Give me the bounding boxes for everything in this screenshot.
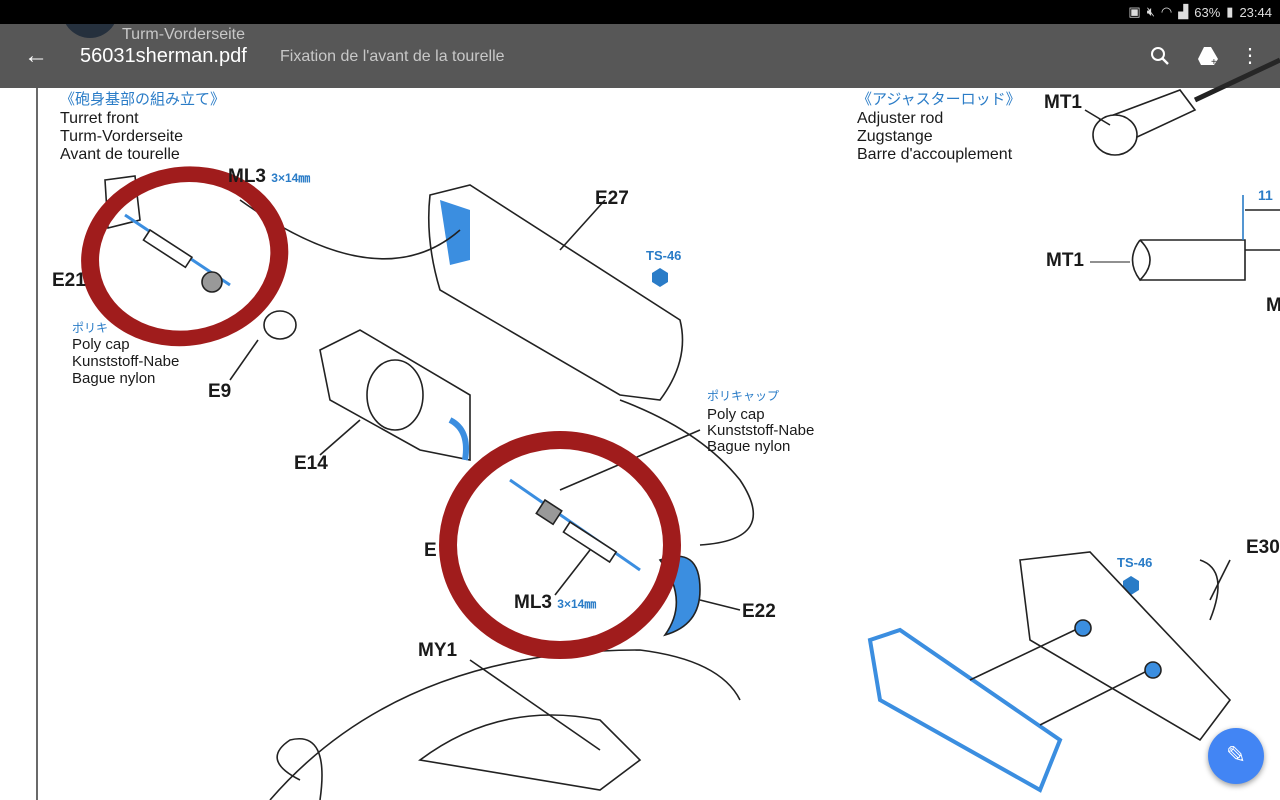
part-e9 <box>263 310 297 340</box>
label-e9: E9 <box>208 381 232 402</box>
label-e-partial: E <box>424 540 437 561</box>
dimension-label: 11 <box>1258 187 1273 203</box>
ml3-top-size: 3×14㎜ <box>271 171 311 185</box>
section-left-jp: 《砲身基部の組み立て》 <box>60 91 226 108</box>
label-my1: MY1 <box>418 640 458 661</box>
part-e30-back <box>867 627 1063 793</box>
label-ml3-bottom: ML3 3×14㎜ <box>514 592 596 614</box>
red-annotation-circle-top <box>81 166 289 347</box>
ml3-top-text: ML3 <box>228 166 266 187</box>
paint-ts46-bottom: TS-46 <box>1117 555 1153 570</box>
polycap-top <box>201 271 223 293</box>
pin-ml3-bottom <box>562 520 618 564</box>
label-m-partial: M <box>1266 295 1280 316</box>
more-vert-icon[interactable]: ⋮ <box>1240 45 1260 67</box>
section-right-fr: Barre d'accouplement <box>857 146 1013 163</box>
section-right-jp: 《アジャスターロッド》 <box>857 91 1021 108</box>
polycap-right-jp: ポリキャップ <box>707 389 780 403</box>
edit-fab-button[interactable]: ✎ <box>1208 728 1264 784</box>
signal-icon: ▟ <box>1178 4 1189 19</box>
polycap-right-de: Kunststoff-Nabe <box>707 422 815 439</box>
polycap-right-fr: Bague nylon <box>707 438 791 455</box>
section-right-de: Zugstange <box>857 128 933 145</box>
ml3-bottom-text: ML3 <box>514 592 552 613</box>
red-annotation-circle-bottom <box>439 431 681 659</box>
section-left-en: Turret front <box>60 110 139 127</box>
label-e30: E30 <box>1246 537 1280 558</box>
polycap-left-en: Poly cap <box>72 336 130 353</box>
section-left-de: Turm-Vorderseite <box>60 128 183 145</box>
label-mt1-mid: MT1 <box>1046 250 1084 271</box>
part-e27 <box>427 184 684 401</box>
label-ml3-top: ML3 3×14㎜ <box>228 166 310 188</box>
polycap-bottom <box>535 498 563 526</box>
clock: 23:44 <box>1239 4 1272 20</box>
document-title: 56031sherman.pdf <box>80 45 247 67</box>
section-left-fr: Avant de tourelle <box>60 146 180 163</box>
section-right-en: Adjuster rod <box>857 110 944 127</box>
pin-ml3-top <box>142 228 194 269</box>
sim-icon: ▣ <box>1128 4 1141 19</box>
label-e21: E21 <box>52 270 86 291</box>
battery-percent: 63% <box>1194 4 1221 20</box>
arrow-left-icon[interactable]: ← <box>24 42 48 69</box>
polycap-left-de: Kunststoff-Nabe <box>72 353 180 370</box>
label-e27: E27 <box>595 188 629 209</box>
google-drive-add-icon[interactable]: + <box>1194 42 1222 70</box>
header-de: Turm-Vorderseite <box>122 26 245 43</box>
label-e14: E14 <box>294 453 328 474</box>
svg-text:+: + <box>1211 57 1217 66</box>
label-e22: E22 <box>742 601 776 622</box>
wifi-icon: ◠ <box>1160 4 1173 19</box>
polycap-left-jp: ポリキ <box>72 321 109 335</box>
part-mt1-mid <box>1140 239 1246 281</box>
paint-ts46-icon-top <box>652 268 668 287</box>
paint-ts46-top: TS-46 <box>646 248 682 263</box>
search-icon[interactable] <box>1146 42 1174 70</box>
pencil-icon: ✎ <box>1225 742 1247 769</box>
app-toolbar: ← 56031sherman.pdf + ⋮ <box>0 24 1280 88</box>
header-fr: Fixation de l'avant de la tourelle <box>280 48 505 65</box>
label-mt1-top: MT1 <box>1044 92 1082 113</box>
battery-icon: ▮ <box>1226 4 1234 19</box>
polycap-left-fr: Bague nylon <box>72 370 156 387</box>
polycap-right-en: Poly cap <box>707 406 765 423</box>
mute-icon: 🔇︎ <box>1146 4 1155 19</box>
ml3-bottom-size: 3×14㎜ <box>557 597 597 611</box>
status-bar: ▣ 🔇︎ ◠ ▟ 63% ▮ 23:44 <box>0 0 1280 24</box>
part-e30 <box>1019 551 1232 742</box>
